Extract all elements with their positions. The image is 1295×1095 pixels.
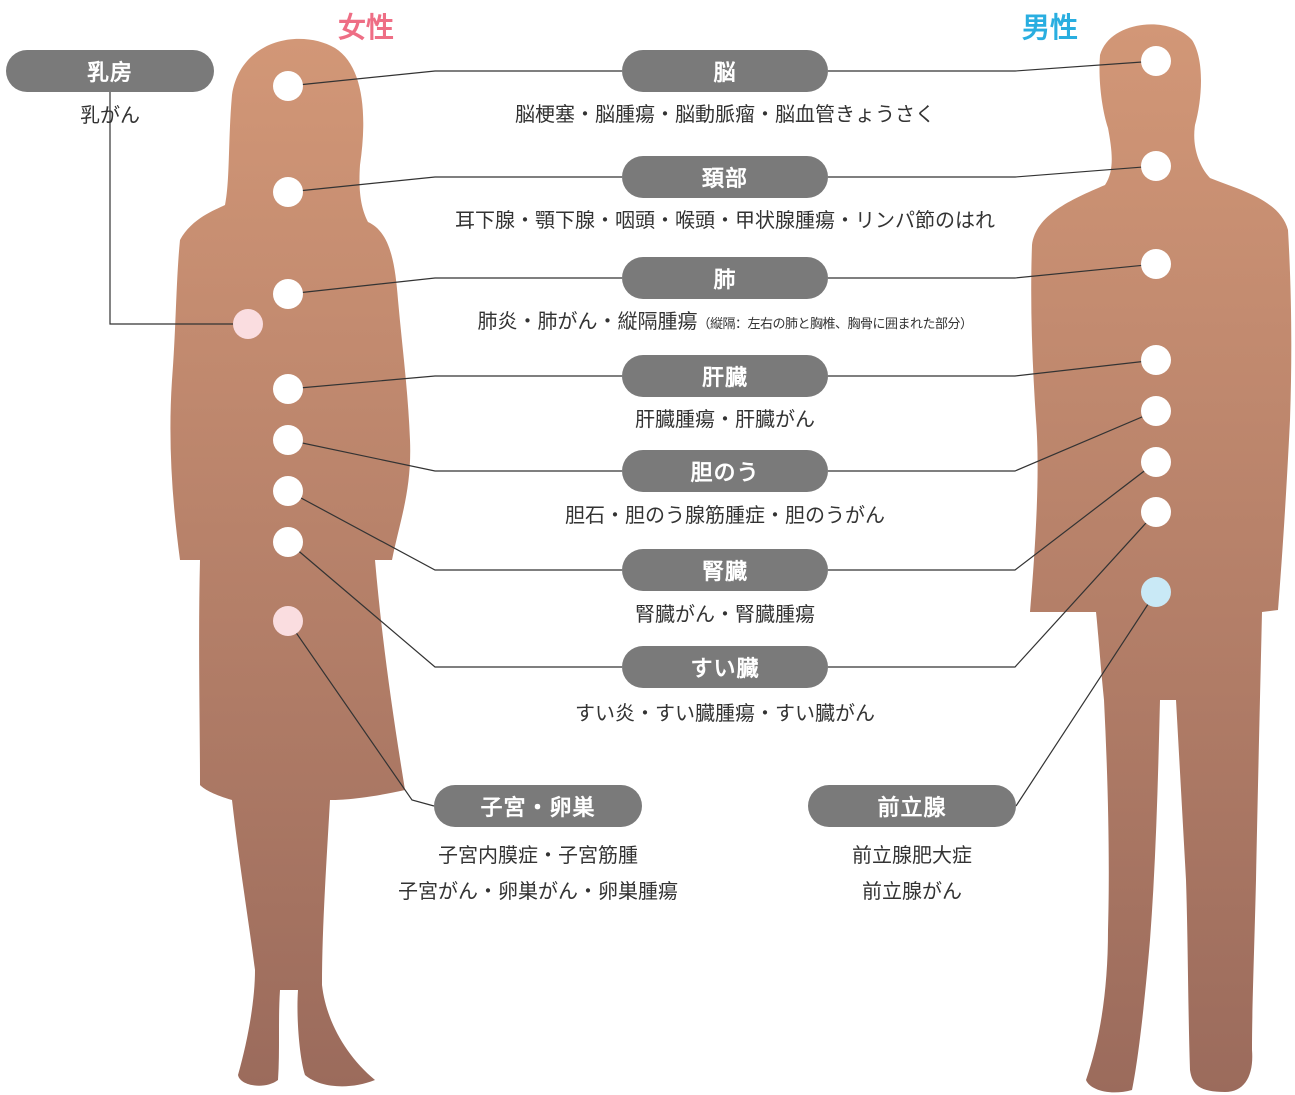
marker-female-liver bbox=[273, 374, 303, 404]
female-silhouette bbox=[170, 38, 411, 1087]
marker-female-neck bbox=[273, 177, 303, 207]
connector-male-brain bbox=[828, 60, 1157, 72]
pill-breast: 乳房 bbox=[6, 50, 214, 92]
pill-neck: 頚部 bbox=[622, 156, 828, 198]
connector-male-gallbladder bbox=[828, 410, 1157, 472]
marker-female-lung bbox=[273, 279, 303, 309]
connector-female-kidney bbox=[287, 490, 622, 571]
pill-lung: 肺 bbox=[622, 257, 828, 299]
pill-brain: 脳 bbox=[622, 50, 828, 92]
desc-liver: 肝臓腫瘍・肝臓がん bbox=[635, 407, 815, 431]
pill-uterus: 子宮・卵巣 bbox=[434, 785, 642, 827]
male-title: 男性 bbox=[1022, 11, 1079, 44]
marker-female-gallbladder bbox=[273, 425, 303, 455]
connector-female-lung bbox=[287, 277, 622, 295]
connector-female-liver bbox=[287, 375, 622, 390]
pill-prostate: 前立腺 bbox=[808, 785, 1016, 827]
marker-male-gallbladder bbox=[1141, 396, 1171, 426]
connector-female-pancreas bbox=[287, 541, 622, 668]
marker-male-liver bbox=[1141, 345, 1171, 375]
pill-liver: 肝臓 bbox=[622, 355, 828, 397]
desc-pancreas: すい炎・すい臓腫瘍・すい臓がん bbox=[575, 701, 875, 725]
marker-male-neck bbox=[1141, 151, 1171, 181]
marker-female-kidney bbox=[273, 476, 303, 506]
desc-uterus-line1: 子宮内膜症・子宮筋腫 bbox=[438, 843, 638, 867]
organ-markers bbox=[233, 46, 1171, 636]
marker-male-lung bbox=[1141, 249, 1171, 279]
marker-female-pancreas bbox=[273, 527, 303, 557]
marker-male-pancreas bbox=[1141, 497, 1171, 527]
connector-male-pancreas bbox=[828, 511, 1157, 668]
pill-kidney: 腎臓 bbox=[622, 549, 828, 591]
connector-male-liver bbox=[828, 359, 1157, 377]
connector-male-lung bbox=[828, 263, 1157, 279]
connector-prostate bbox=[1015, 591, 1157, 807]
desc-kidney: 腎臓がん・腎臓腫瘍 bbox=[635, 602, 815, 626]
desc-uterus-line2: 子宮がん・卵巣がん・卵巣腫瘍 bbox=[398, 879, 678, 903]
desc-brain: 脳梗塞・脳腫瘍・脳動脈瘤・脳血管きょうさく bbox=[515, 102, 935, 126]
pill-pancreas: すい臓 bbox=[622, 646, 828, 688]
marker-prostate bbox=[1141, 577, 1171, 607]
male-silhouette bbox=[1030, 24, 1292, 1093]
connector-lines bbox=[109, 60, 1157, 807]
connector-female-brain bbox=[287, 70, 622, 87]
connector-female-gallbladder bbox=[287, 439, 622, 472]
desc-lung-note: （縦隔：左右の肺と胸椎、胸骨に囲まれた部分） bbox=[697, 317, 973, 332]
connector-male-kidney bbox=[828, 461, 1157, 571]
female-title: 女性 bbox=[338, 11, 395, 44]
marker-female-brain bbox=[273, 71, 303, 101]
desc-prostate-line1: 前立腺肥大症 bbox=[852, 843, 972, 867]
marker-male-brain bbox=[1141, 46, 1171, 76]
desc-gallbladder: 胆石・胆のう腺筋腫症・胆のうがん bbox=[565, 503, 885, 527]
connector-breast bbox=[109, 92, 248, 325]
connector-male-neck bbox=[828, 165, 1157, 178]
desc-breast: 乳がん bbox=[80, 103, 140, 127]
marker-breast bbox=[233, 309, 263, 339]
desc-prostate-line2: 前立腺がん bbox=[862, 879, 962, 903]
marker-male-kidney bbox=[1141, 447, 1171, 477]
desc-lung-main: 肺炎・肺がん・縦隔腫瘍 bbox=[477, 309, 698, 333]
pill-gallbladder: 胆のう bbox=[622, 450, 828, 492]
marker-uterus bbox=[273, 606, 303, 636]
desc-lung: 肺炎・肺がん・縦隔腫瘍（縦隔：左右の肺と胸椎、胸骨に囲まれた部分） bbox=[400, 306, 1050, 340]
connector-female-neck bbox=[287, 176, 622, 193]
connector-uterus bbox=[287, 620, 435, 807]
desc-neck: 耳下腺・顎下腺・咽頭・喉頭・甲状腺腫瘍・リンパ節のはれ bbox=[455, 208, 995, 232]
